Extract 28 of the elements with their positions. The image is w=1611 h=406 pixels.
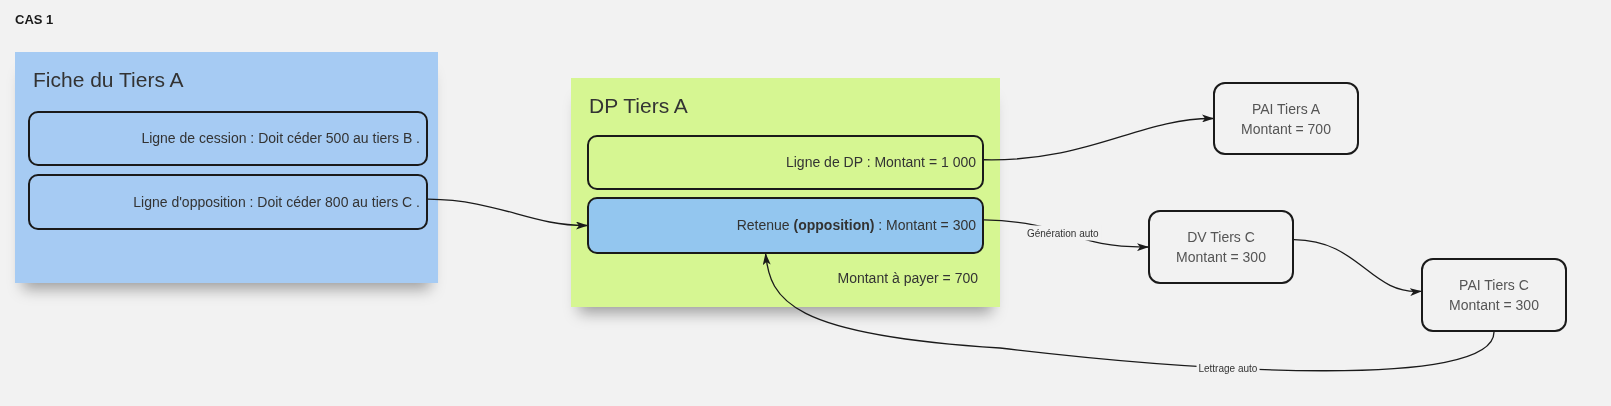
connector-arrow: [1293, 238, 1422, 296]
note-text: Montant à payer = 700: [837, 269, 978, 288]
document-text: Montant = 300: [1449, 296, 1539, 315]
document-box: [1421, 258, 1567, 332]
note-title: Fiche du Tiers A: [33, 67, 184, 93]
connector-arrow: [427, 198, 588, 230]
connector-arrow: [763, 253, 1495, 372]
page-title: CAS 1: [15, 11, 54, 29]
sticky-note: [571, 78, 1000, 307]
line-item-box: [587, 135, 984, 190]
line-item-text: Ligne d'opposition : Doit céder 800 au tiers C .: [133, 192, 420, 212]
document-text: DV Tiers C: [1187, 228, 1255, 247]
document-box: [1148, 210, 1294, 284]
line-item-text: Ligne de DP : Montant = 1 000: [785, 153, 976, 172]
line-item-box: [28, 174, 428, 230]
line-item-box: [28, 111, 428, 166]
sticky-note: [15, 52, 438, 283]
edge-label: Génération auto: [1024, 225, 1101, 241]
document-box: [1213, 82, 1359, 155]
line-item-text: Ligne de cession : Doit céder 500 au tiers B .: [141, 129, 420, 148]
document-text: Montant = 300: [1176, 248, 1266, 267]
line-item-box: [587, 197, 984, 254]
connector-arrow: [983, 114, 1214, 161]
line-item-text: Retenue (opposition) : Montant = 300: [736, 216, 976, 235]
document-text: Montant = 700: [1241, 119, 1331, 139]
note-title: DP Tiers A: [589, 93, 688, 119]
document-text: PAI Tiers C: [1459, 276, 1529, 295]
document-text: PAI Tiers A: [1251, 99, 1321, 119]
